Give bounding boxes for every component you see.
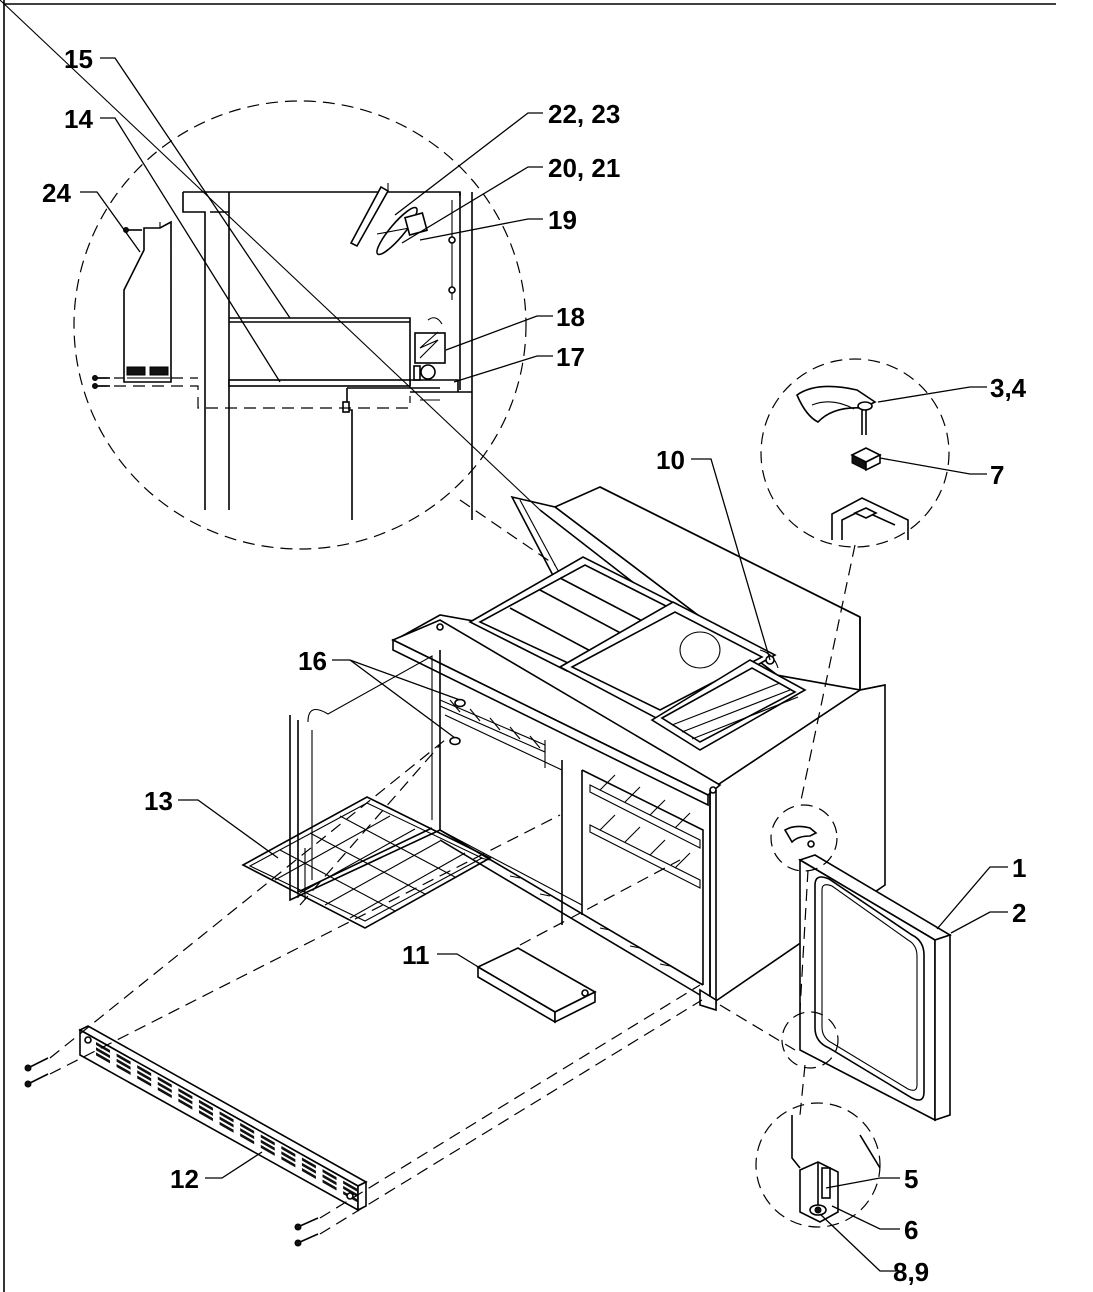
grille-slot [240,1128,255,1140]
callout-2: 2 [1012,898,1026,928]
grille-slot [301,1167,316,1179]
grille-slot [301,1162,316,1174]
grille-slot [260,1134,275,1146]
grille-slot [178,1088,193,1100]
leader-lines [80,57,1008,1272]
grille-slot [157,1087,172,1099]
main-cabinet [0,0,886,1012]
grille-slot [219,1116,234,1128]
grille-slot [240,1122,255,1134]
grille-slot [178,1093,193,1105]
callout-19: 19 [548,205,577,235]
callout-1: 1 [1012,853,1026,883]
drain-pan [476,947,597,1024]
callout-14: 14 [64,104,93,134]
grille-slot [343,1185,358,1197]
grille-slot [137,1065,152,1077]
grille-slot [198,1099,213,1111]
page-frame [3,0,1056,1292]
grille-slot [281,1156,296,1168]
grille-slot [240,1133,255,1145]
grille-kickplate [78,1025,368,1212]
callout-10: 10 [656,445,685,475]
grille-slot [178,1098,193,1110]
grille-slot [116,1053,131,1065]
callout-3-4: 3,4 [990,373,1027,403]
grille-slot [157,1081,172,1093]
callout-8-9: 8,9 [893,1257,929,1287]
grille-slot [116,1058,131,1070]
callout-16: 16 [298,646,327,676]
callout-5: 5 [904,1164,918,1194]
callout-24: 24 [42,178,71,208]
grille-slot [281,1146,296,1157]
callout-22-23: 22, 23 [548,99,620,129]
grille-screws [24,1057,319,1247]
interior-shelves [439,699,701,889]
grille-slot [301,1157,316,1169]
pan-wells [468,556,807,751]
grille-slot [219,1111,234,1123]
callout-20-21: 20, 21 [548,153,620,183]
callout-7: 7 [990,460,1004,490]
grille-slot [198,1104,213,1116]
grille-slot [116,1063,131,1075]
grille-slot [322,1174,337,1186]
door-assembly [770,804,952,1122]
callout-15: 15 [64,44,93,74]
grille-slot [260,1139,275,1151]
grille-slot [96,1052,110,1064]
callout-11: 11 [402,940,430,970]
detail-circle-bottom-hinge [755,1102,881,1228]
grille-slot [322,1169,337,1181]
exploded-alignment-lines [49,499,856,1235]
callout-6: 6 [904,1215,918,1245]
grille-slot [157,1076,172,1088]
grille-slot [137,1070,152,1082]
grille-slot [343,1180,358,1192]
callout-labels: 15 14 24 22, 23 20, 21 19 18 17 3,4 7 10… [42,44,1027,1287]
grille-slot [219,1121,234,1133]
grille-slot [322,1179,337,1191]
detail-circle-condensing-unit [73,100,527,550]
callout-12: 12 [170,1164,199,1194]
callout-18: 18 [556,302,585,332]
grille-slot [96,1047,110,1059]
grille-slot [198,1110,213,1122]
detail-circle-top-hinge [760,358,950,548]
wire-shelf [241,796,492,929]
floor-grooves [479,857,671,967]
grille-slot [137,1075,152,1087]
grille-slot [281,1151,296,1163]
callout-17: 17 [556,342,585,372]
grille-slot [260,1144,275,1156]
callout-13: 13 [144,786,173,816]
